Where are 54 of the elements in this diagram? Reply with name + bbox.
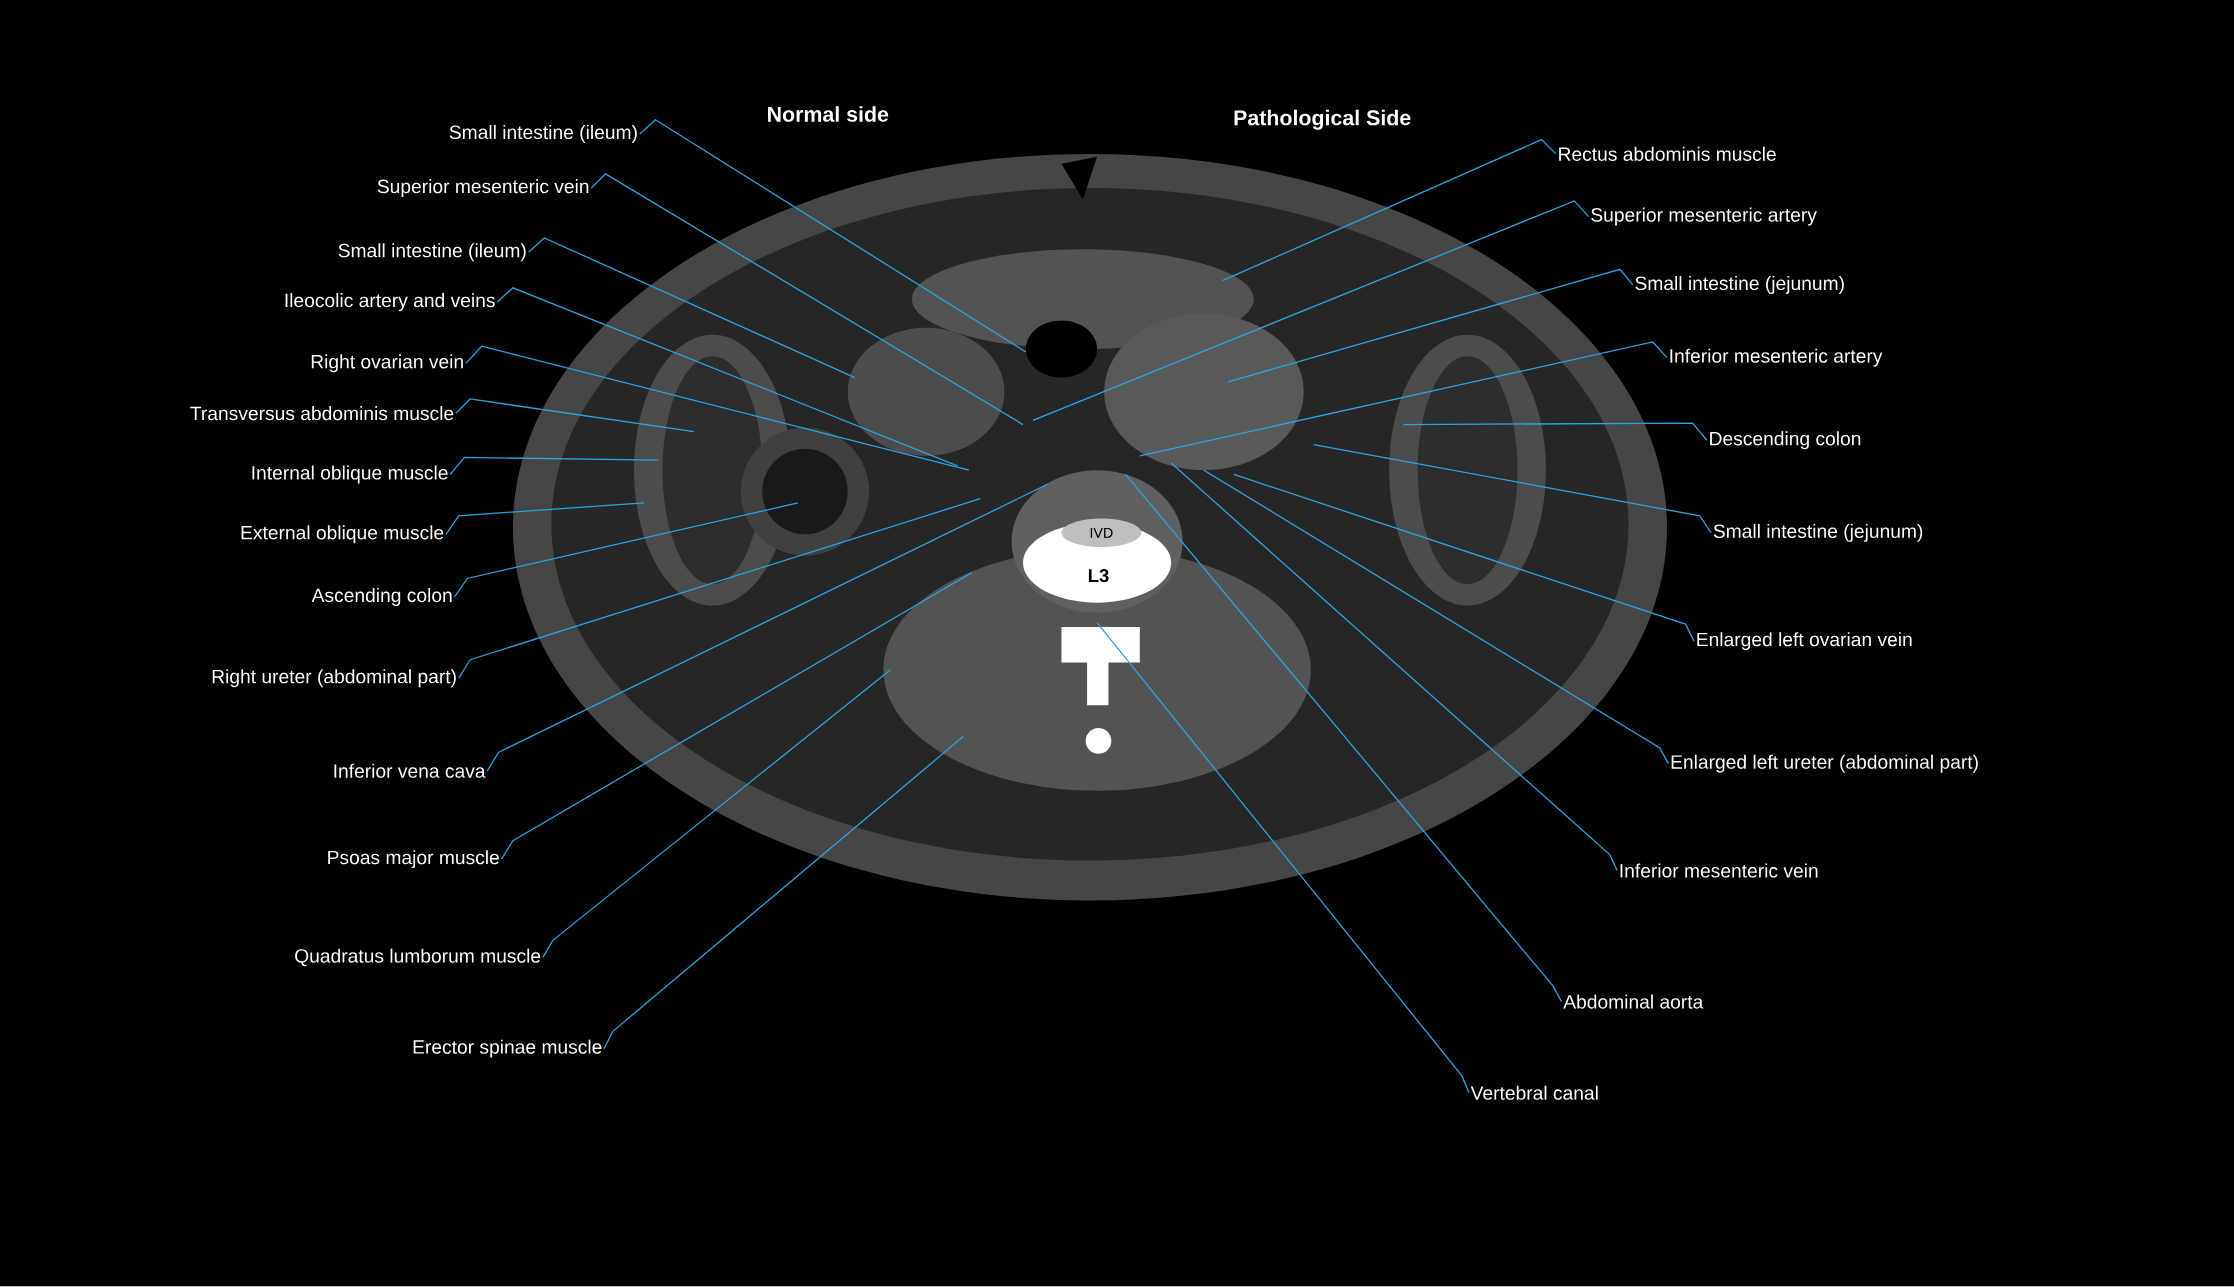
structure-label: Enlarged left ureter (abdominal part) bbox=[1671, 754, 1978, 773]
structure-label: Superior mesenteric vein bbox=[377, 179, 589, 198]
structure-label: Transversus abdominis muscle bbox=[190, 406, 454, 421]
leader-line bbox=[500, 572, 973, 860]
leader-line bbox=[453, 502, 799, 598]
side-heading: Pathological Side bbox=[1234, 109, 1411, 130]
leader-line bbox=[590, 173, 1024, 426]
leader-line bbox=[1402, 422, 1708, 442]
leader-line bbox=[1313, 444, 1712, 534]
leader-line bbox=[1170, 462, 1618, 872]
leader-line bbox=[1032, 200, 1590, 422]
leader-line bbox=[445, 502, 645, 536]
structure-label: Psoas major muscle bbox=[328, 850, 499, 869]
leader-line bbox=[1124, 474, 1563, 1003]
structure-label: Ileocolic artery and veins bbox=[285, 293, 495, 312]
structure-label: Descending colon bbox=[1710, 431, 1861, 450]
structure-label: Right ovarian vein bbox=[311, 354, 463, 373]
structure-label: Ascending colon bbox=[311, 588, 452, 607]
structure-label: Small intestine (jejunum) bbox=[1635, 276, 1844, 295]
side-heading: Normal side bbox=[768, 106, 889, 123]
vertebra-label: IVD bbox=[1090, 528, 1113, 538]
structure-label: Inferior vena cava bbox=[334, 763, 486, 779]
leader-line bbox=[465, 345, 970, 472]
leader-line bbox=[496, 287, 959, 467]
leader-line bbox=[1221, 139, 1557, 282]
leader-line bbox=[1096, 622, 1470, 1094]
structure-label: Inferior mesenteric vein bbox=[1620, 863, 1818, 878]
leader-line bbox=[542, 669, 892, 959]
leader-line bbox=[455, 398, 695, 433]
leader-line bbox=[486, 484, 1048, 772]
leader-line bbox=[449, 456, 659, 476]
structure-label: Right ureter (abdominal part) bbox=[212, 669, 456, 688]
vertebra-label: L3 bbox=[1088, 569, 1109, 583]
structure-label: Erector spinae muscle bbox=[413, 1039, 602, 1058]
structure-label: Inferior mesenteric artery bbox=[1670, 348, 1883, 367]
structure-label: Abdominal aorta bbox=[1563, 994, 1704, 1009]
structure-label: Quadratus lumborum muscle bbox=[295, 948, 541, 967]
leader-line bbox=[1227, 268, 1634, 383]
leader-line bbox=[1139, 341, 1668, 457]
structure-label: Vertebral canal bbox=[1470, 1085, 1598, 1101]
structure-label: Small intestine (jejunum) bbox=[1713, 524, 1923, 543]
leader-line bbox=[639, 119, 1027, 353]
structure-label: Rectus abdominis muscle bbox=[1559, 147, 1776, 162]
structure-label: Small intestine (ileum) bbox=[338, 243, 526, 262]
leader-line bbox=[527, 237, 856, 379]
structure-label: Enlarged left ovarian vein bbox=[1697, 632, 1912, 651]
structure-label: Superior mesenteric artery bbox=[1591, 207, 1817, 226]
leader-line bbox=[603, 736, 964, 1050]
structure-label: Internal oblique muscle bbox=[252, 465, 448, 484]
leader-line bbox=[1233, 474, 1695, 642]
leader-line bbox=[1203, 469, 1670, 765]
structure-label: External oblique muscle bbox=[241, 525, 444, 544]
structure-label: Small intestine (ileum) bbox=[449, 125, 637, 144]
leader-line bbox=[458, 498, 981, 680]
